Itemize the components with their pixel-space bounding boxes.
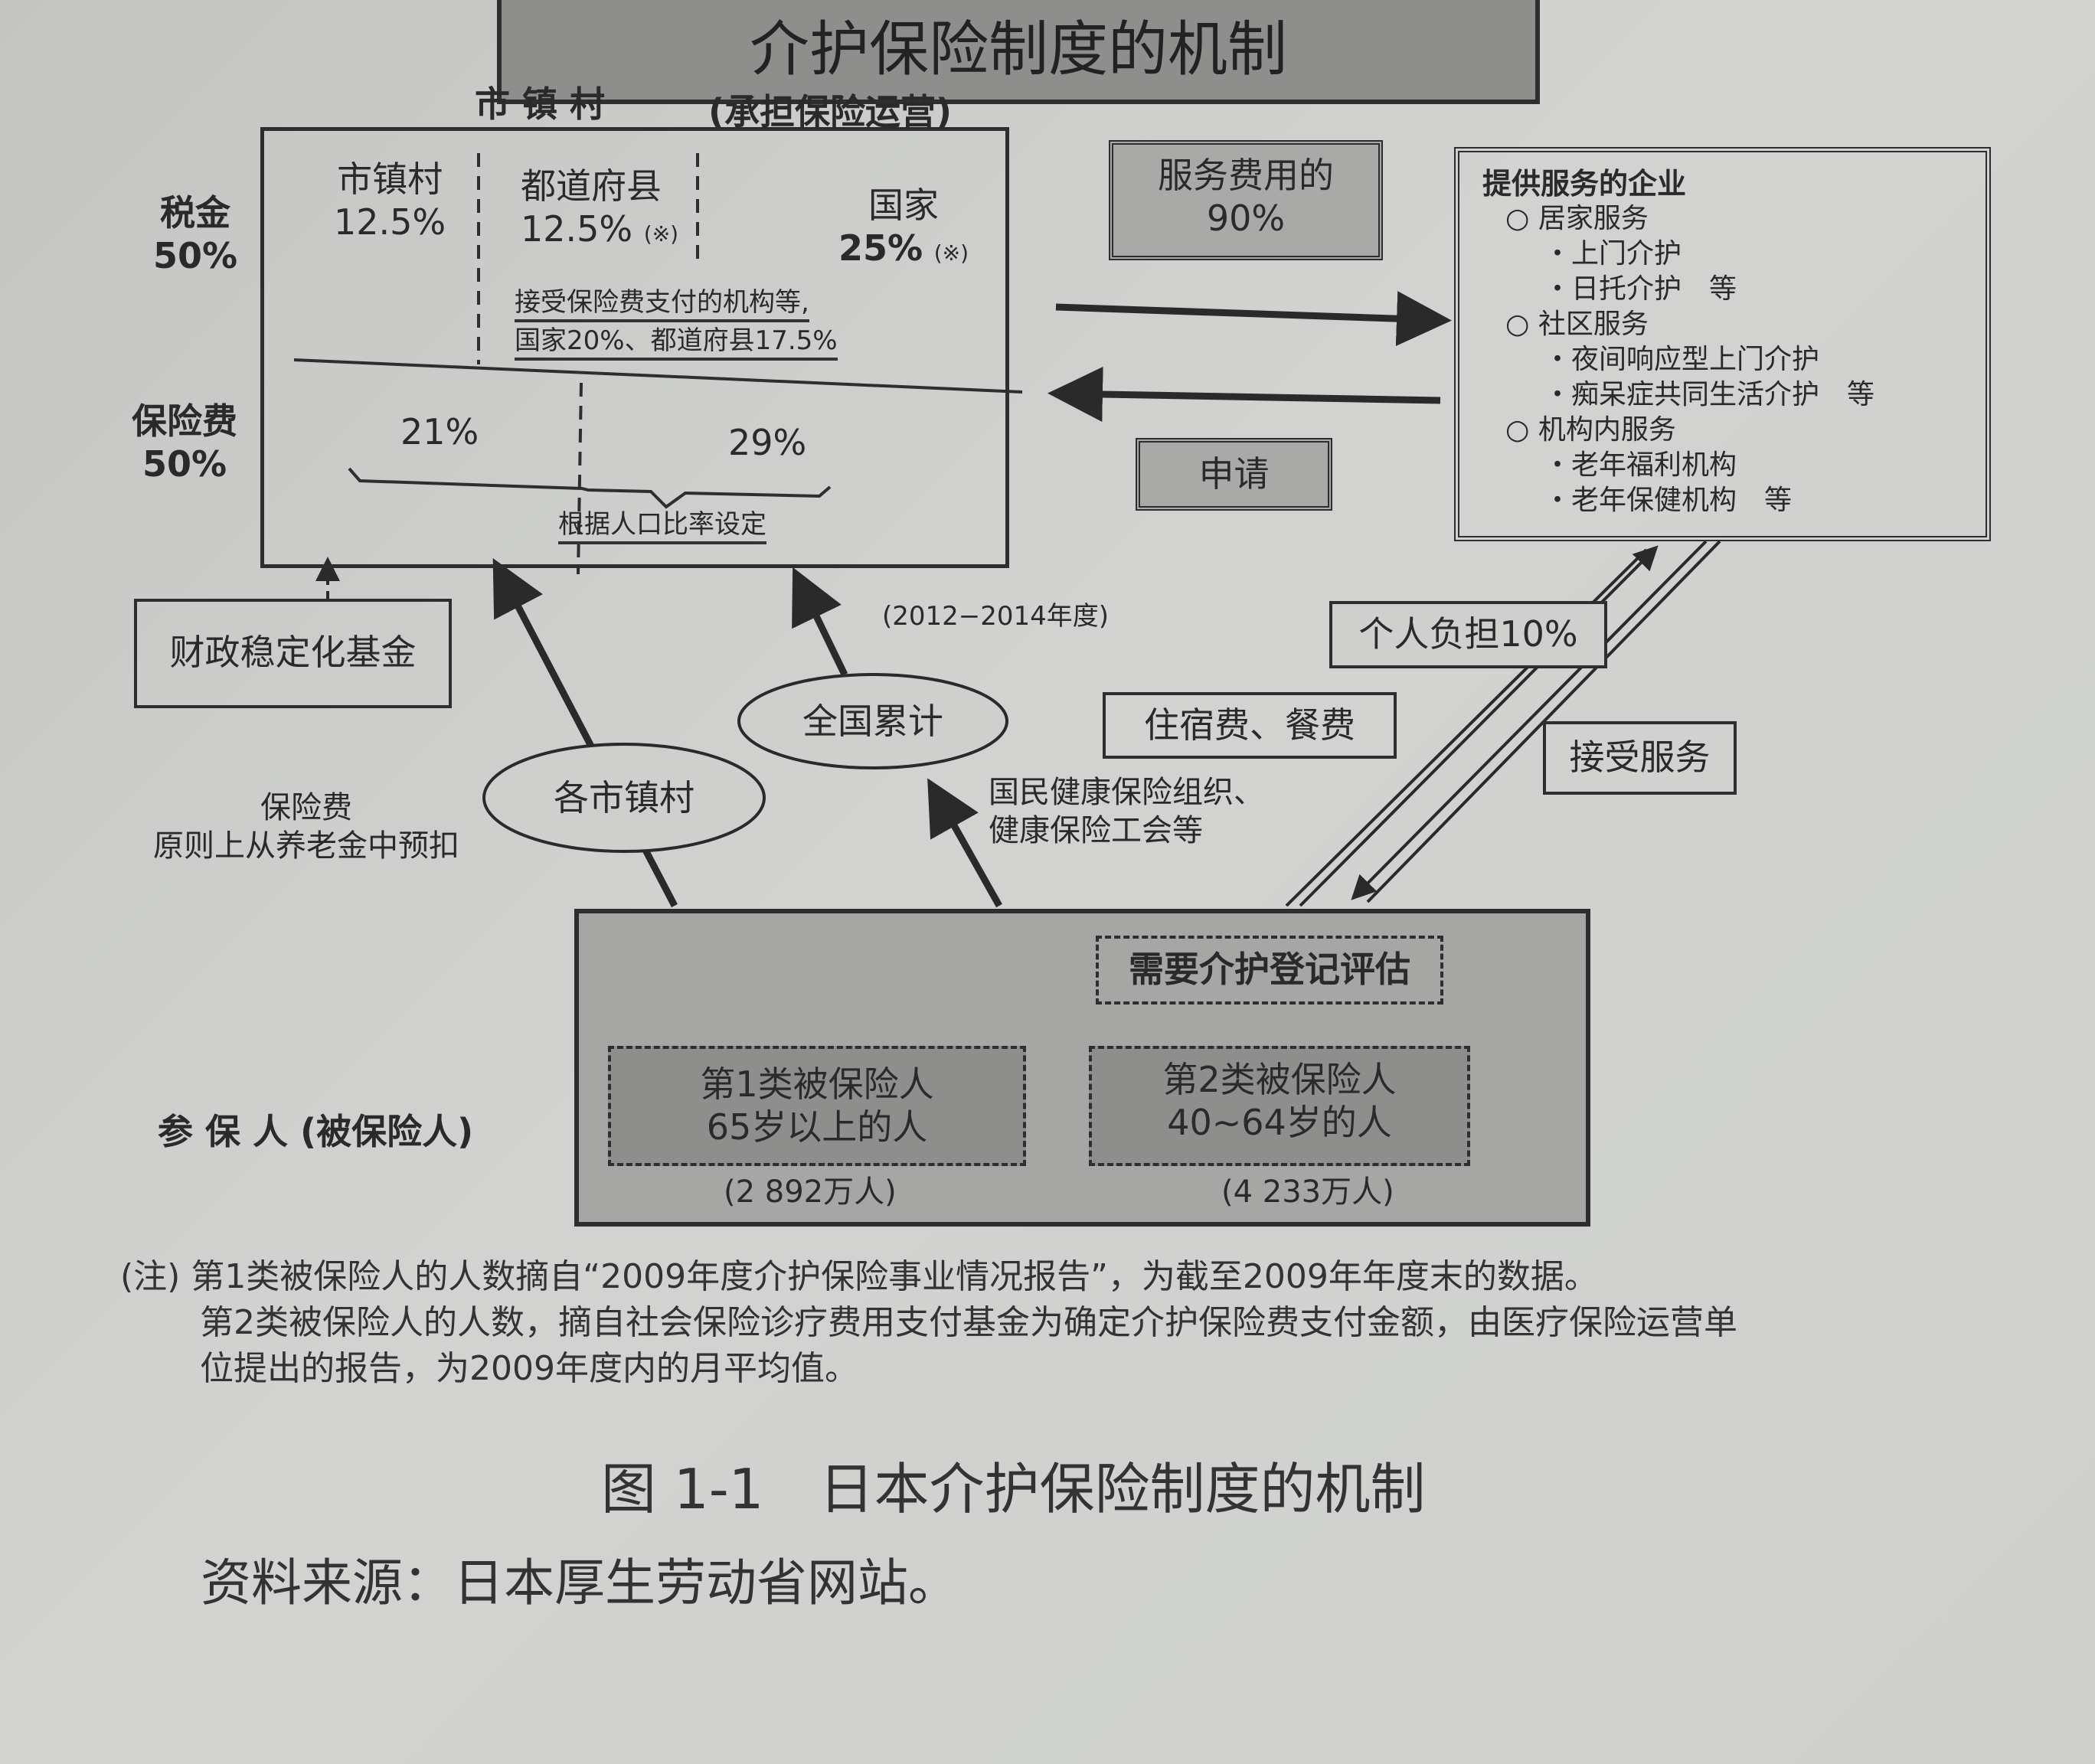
prefecture-mark: (※) (643, 221, 679, 247)
premium-brace (348, 467, 832, 509)
insurer-label: 市 镇 村 (475, 83, 606, 125)
service-fee-box: 服务费用的 90% (1109, 140, 1383, 260)
period-label: (2012−2014年度) (882, 601, 1110, 632)
each-municipality-ellipse (482, 743, 766, 853)
fiscal-fund-label: 财政稳定化基金 (169, 632, 417, 673)
provider-item: 老年保健机构 等 (1571, 485, 1793, 516)
service-fee-line2: 90% (1206, 198, 1286, 239)
provider-item: 上门介护 (1571, 238, 1682, 270)
premium-split-2: 29% (728, 422, 807, 463)
premium-basis-text: 根据人口比率设定 (558, 509, 766, 544)
diagram-title: 介护保险制度的机制 (749, 15, 1287, 84)
provider-group-facility: ○ 机构内服务 ・老年福利机构 ・老年保健机构 等 (1505, 414, 1793, 516)
prefecture-share: 都道府县 12.5% (※) (521, 165, 678, 256)
notes: (注) 第1类被保险人的人数摘自“2009年度介护保险事业情况报告”，为截至20… (120, 1254, 1737, 1392)
group-name: 居家服务 (1538, 203, 1649, 234)
facility-note-line2: 国家20%、都道府县17.5% (515, 325, 838, 361)
apply-label: 申请 (1198, 453, 1270, 495)
tax-label: 税金 50% (153, 191, 237, 277)
health-insurers: 国民健康保险组织、 健康保险工会等 (989, 773, 1264, 850)
facility-note: 接受保险费支付的机构等, 国家20%、都道府县17.5% (515, 285, 838, 361)
state-name: 国家 (868, 185, 940, 226)
premium-basis: 根据人口比率设定 (558, 507, 766, 544)
premium-divider (577, 382, 583, 575)
national-total-arrow (792, 567, 848, 676)
receive-service-box: 接受服务 (1543, 721, 1737, 795)
prefecture-share-value: 12.5% (521, 208, 633, 250)
national-total-label: 全国累计 (802, 701, 943, 742)
assessment-label: 需要介护登记评估 (1129, 949, 1410, 990)
class2-count: (4 233万人) (1221, 1174, 1394, 1210)
class1-line1: 第1类被保险人 (700, 1063, 934, 1105)
premium-split-1: 21% (400, 411, 479, 452)
service-fee-line1: 服务费用的 (1158, 155, 1334, 196)
state-share: 国家 25% (※) (838, 184, 969, 275)
providers-title: 提供服务的企业 (1482, 167, 1687, 201)
municipal-share-value: 12.5% (334, 201, 446, 243)
state-mark: (※) (933, 240, 969, 266)
service-line-a (1351, 540, 1708, 900)
payment-arrow (1055, 291, 1452, 347)
class1-count: (2 892万人) (724, 1174, 897, 1210)
health-insurers-line1: 国民健康保险组织、 (989, 775, 1264, 810)
tax-share: 50% (153, 235, 238, 276)
class1-line2: 65岁以上的人 (706, 1106, 928, 1148)
note-line: 第2类被保险人的人数，摘自社会保险诊疗费用支付基金为确定介护保险费支付金额，由医… (200, 1303, 1737, 1342)
receive-service-label: 接受服务 (1569, 737, 1711, 778)
funding-box (260, 127, 1009, 568)
premium-note: 保险费 原则上从养老金中预扣 (153, 789, 459, 865)
apply-box: 申请 (1136, 438, 1332, 511)
copay-box: 个人负担10% (1329, 601, 1607, 668)
premium-label: 保险费 50% (132, 400, 237, 485)
circle-bullet-icon: ○ (1505, 414, 1538, 446)
note-line: (注) 第1类被保险人的人数摘自“2009年度介护保险事业情况报告”，为截至20… (120, 1257, 1598, 1296)
provider-item: 老年福利机构 (1571, 449, 1737, 481)
group-name: 社区服务 (1538, 309, 1649, 340)
insurer-role: (承担保险运营) (708, 91, 953, 132)
facility-note-line1: 接受保险费支付的机构等, (515, 287, 809, 322)
municipal-premium-arrow (492, 558, 678, 908)
provider-item: 痴呆症共同生活介护 等 (1571, 379, 1875, 410)
class2-box: 第2类被保险人 40~64岁的人 (1089, 1046, 1470, 1166)
lodging-meals-box: 住宿费、餐费 (1103, 692, 1397, 759)
group-name: 机构内服务 (1538, 414, 1676, 446)
claim-arrow (1048, 366, 1441, 422)
class2-line2: 40~64岁的人 (1167, 1102, 1392, 1143)
municipal-name: 市镇村 (337, 158, 443, 200)
provider-item: 夜间响应型上门介护 (1571, 344, 1820, 375)
premium-note-line1: 保险费 (260, 790, 352, 825)
copay-label: 个人负担10% (1358, 613, 1578, 655)
providers-box: 提供服务的企业 ○ 居家服务 ・上门介护 ・日托介护 等 ○ 社区服务 ・夜间响… (1454, 147, 1991, 541)
prefecture-name: 都道府县 (521, 165, 662, 207)
figure-caption: 图 1-1 日本介护保险制度的机制 (601, 1457, 1426, 1521)
lodging-meals-label: 住宿费、餐费 (1144, 704, 1355, 746)
health-insurers-line2: 健康保险工会等 (989, 813, 1203, 848)
insured-label: 参 保 人 (被保险人) (158, 1111, 474, 1152)
premium-share: 50% (142, 443, 227, 485)
provider-item: 日托介护 等 (1571, 273, 1737, 305)
tax-label-text: 税金 (160, 192, 231, 234)
class2-line1: 第2类被保险人 (1162, 1059, 1397, 1100)
premium-label-text: 保险费 (132, 400, 237, 442)
premium-note-line2: 原则上从养老金中预扣 (153, 828, 459, 864)
circle-bullet-icon: ○ (1505, 203, 1538, 234)
national-total-ellipse (737, 673, 1008, 769)
note-line: 位提出的报告，为2009年度内的月平均值。 (200, 1349, 858, 1388)
municipal-share: 市镇村 12.5% (334, 158, 446, 243)
class1-box: 第1类被保险人 65岁以上的人 (608, 1046, 1026, 1166)
each-municipality-label: 各市镇村 (554, 777, 695, 818)
assessment-box: 需要介护登记评估 (1096, 936, 1443, 1004)
state-share-value: 25% (838, 227, 923, 269)
provider-group-community: ○ 社区服务 ・夜间响应型上门介护 ・痴呆症共同生活介护 等 (1505, 309, 1875, 410)
provider-group-home: ○ 居家服务 ・上门介护 ・日托介护 等 (1505, 203, 1737, 305)
tax-premium-divider (293, 358, 1023, 394)
fiscal-fund-box: 财政稳定化基金 (134, 599, 452, 708)
health-insurer-arrow (927, 778, 1002, 908)
circle-bullet-icon: ○ (1505, 309, 1538, 340)
title-banner: 介护保险制度的机制 (497, 0, 1540, 104)
source-note: 资料来源：日本厚生劳动省网站。 (201, 1553, 959, 1612)
